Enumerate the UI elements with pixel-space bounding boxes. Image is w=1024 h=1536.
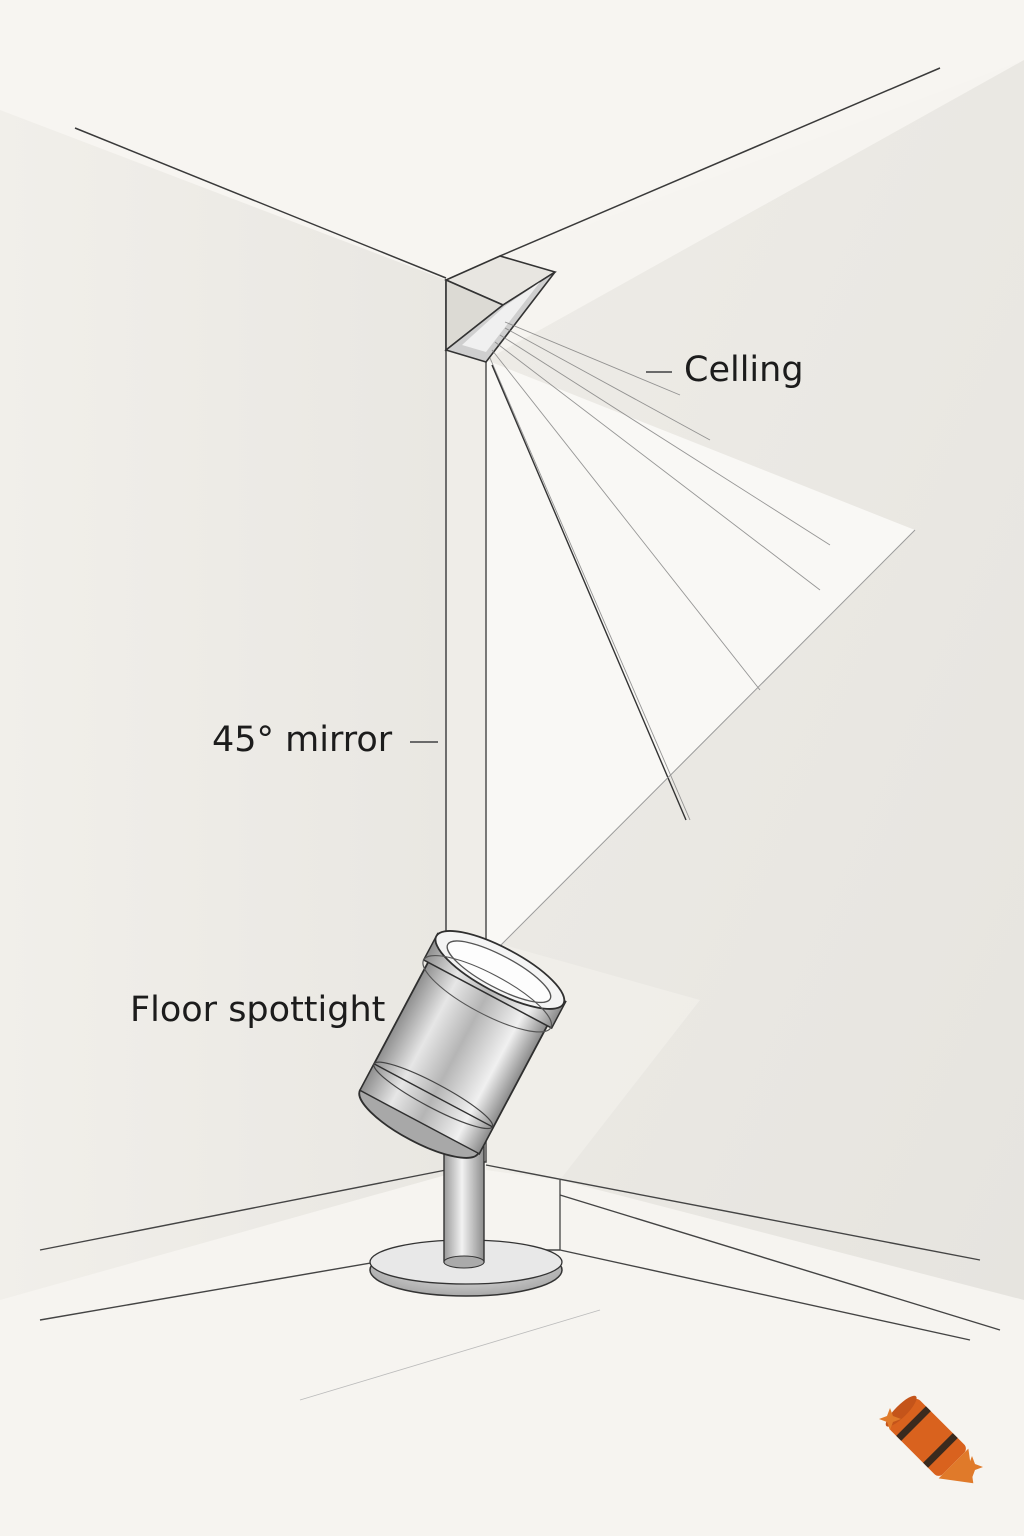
mirror-label: 45° mirror <box>212 720 393 760</box>
light-rays <box>489 321 831 821</box>
floor-spotlight-label: Floor spottight <box>130 990 386 1030</box>
ceiling-edge-left <box>74 127 447 279</box>
ceiling-edge-right <box>499 67 941 257</box>
beam-edge <box>491 364 687 821</box>
pole-foot <box>443 1255 485 1269</box>
crayon-logo-icon <box>879 1395 983 1484</box>
mirror-highlight <box>462 282 540 352</box>
ceiling-leader-line <box>646 371 672 373</box>
beam-edge-lower <box>485 529 916 961</box>
ceiling-label: Celling <box>684 350 804 390</box>
left-wall <box>0 110 446 1300</box>
ceiling-plane <box>0 0 1024 280</box>
floor-shadow-line <box>299 1309 601 1401</box>
spotlight-can <box>358 930 567 1159</box>
mirror-leader-line <box>410 741 438 743</box>
reflected-beam <box>486 360 915 960</box>
